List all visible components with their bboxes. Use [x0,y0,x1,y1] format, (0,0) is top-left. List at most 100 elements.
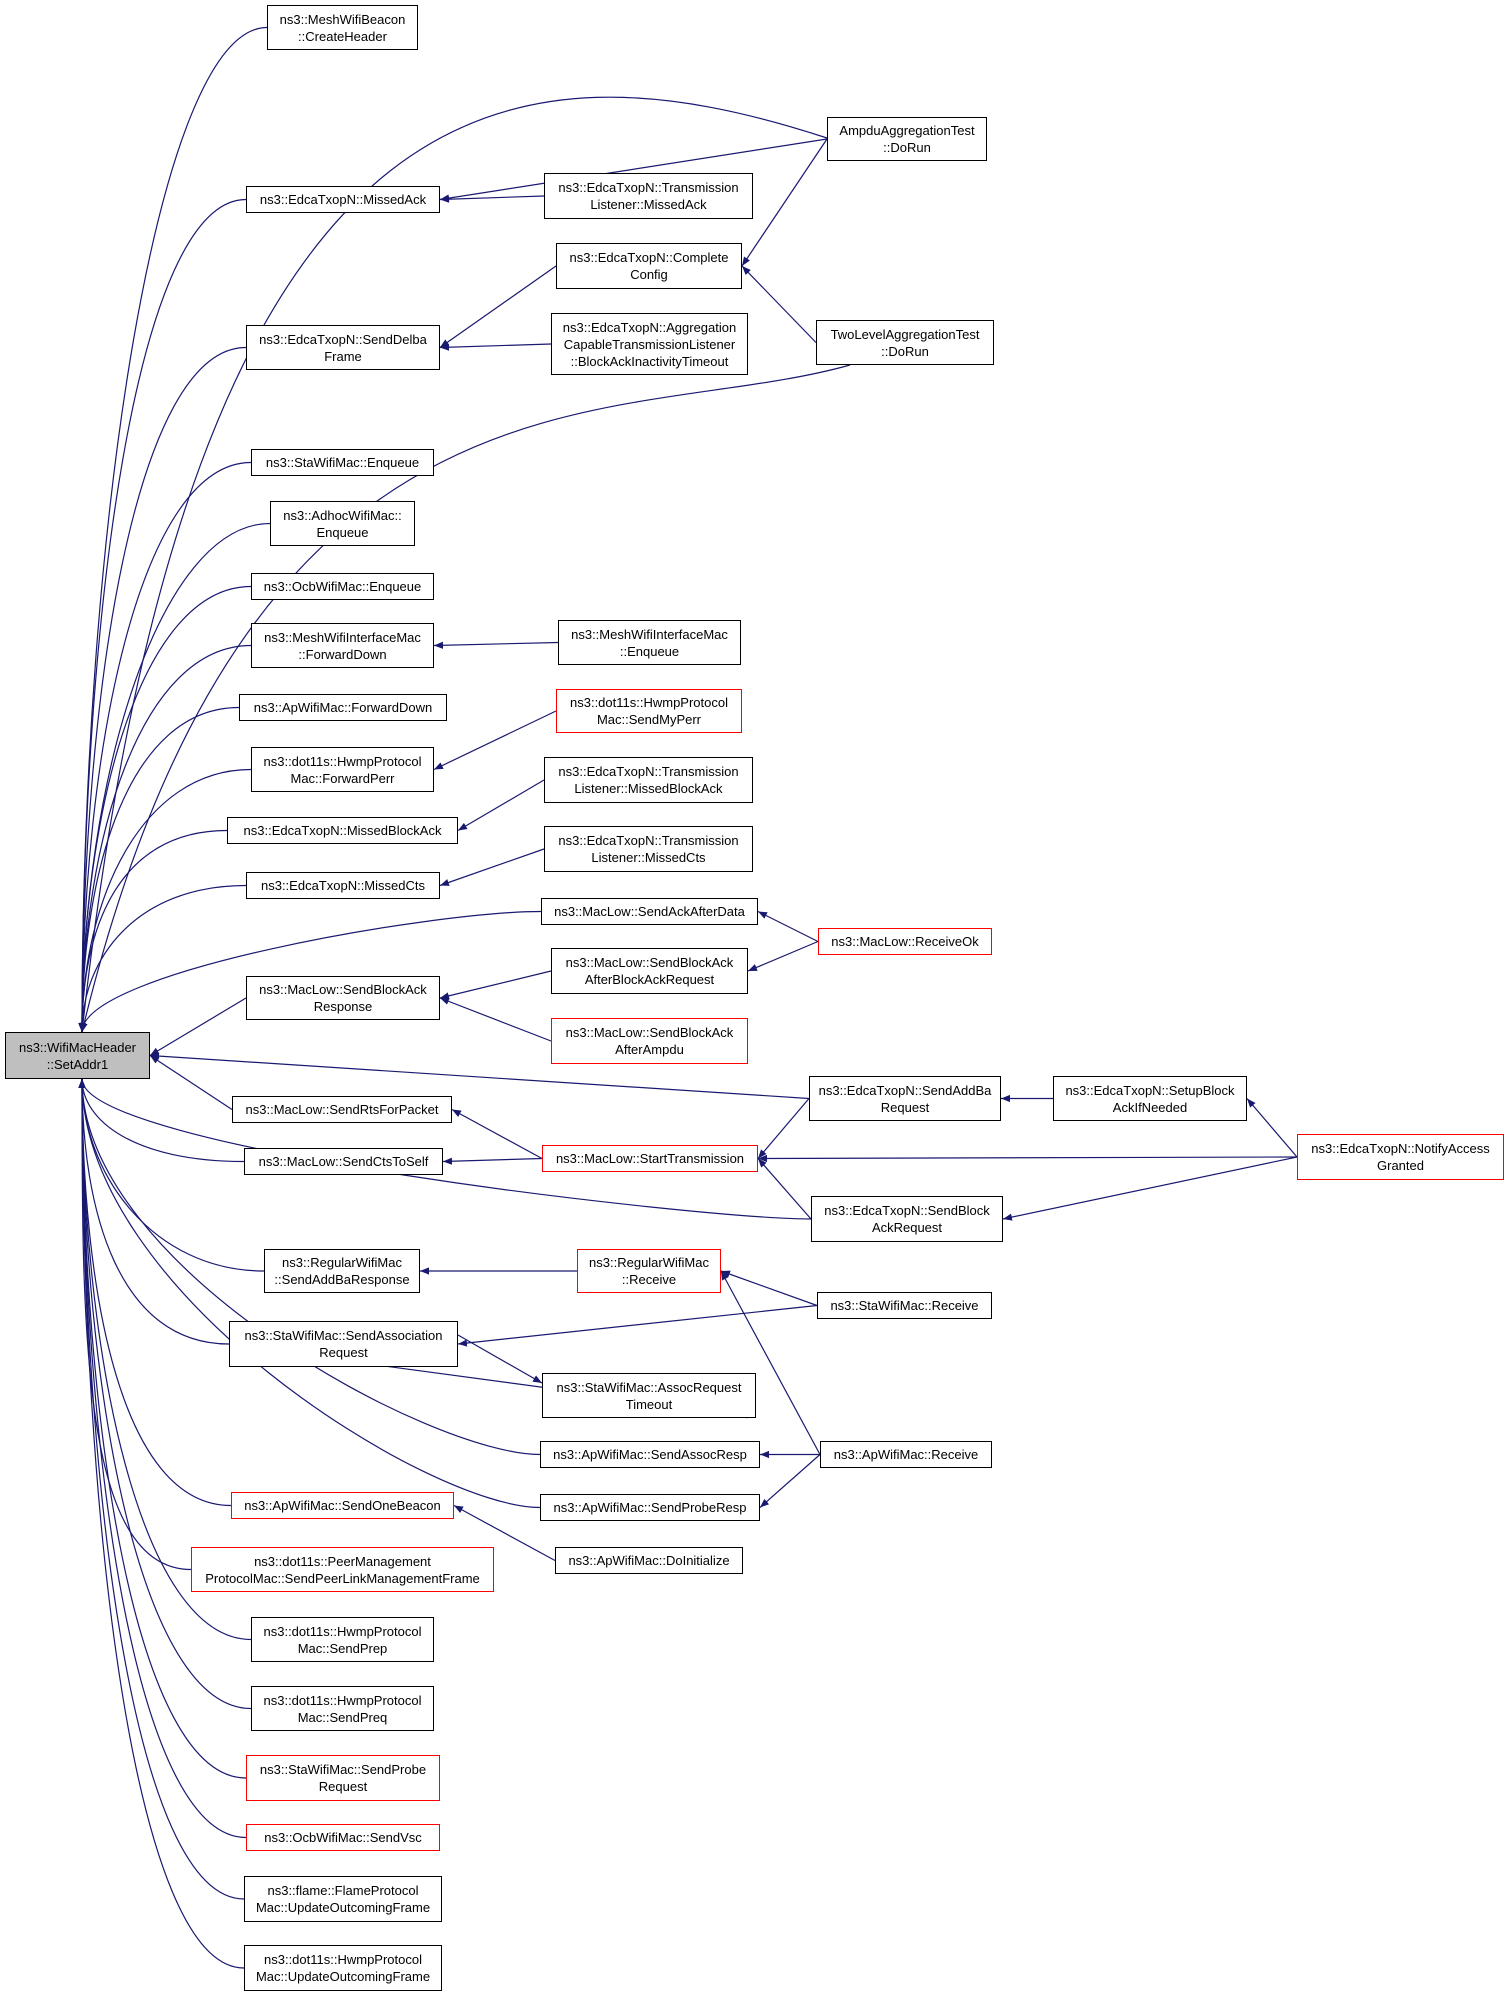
call-edge [1002,1156,1298,1221]
function-node[interactable]: ns3::MacLow::SendBlockAck Response [246,976,440,1020]
function-node[interactable]: ns3::MacLow::SendRtsForPacket [232,1096,452,1123]
call-edge [78,1078,812,1220]
function-node[interactable]: ns3::EdcaTxopN::Transmission Listener::M… [544,757,753,803]
function-node[interactable]: ns3::StaWifiMac::SendAssociation Request [229,1321,458,1367]
function-node[interactable]: ns3::dot11s::HwmpProtocol Mac::SendPrep [251,1617,434,1662]
function-node[interactable]: ns3::RegularWifiMac ::SendAddBaResponse [264,1249,420,1293]
call-edge [451,1108,543,1160]
function-node[interactable]: ns3::EdcaTxopN::SendDelba Frame [246,325,440,370]
function-node[interactable]: ns3::MacLow::SendCtsToSelf [244,1148,443,1175]
call-edge [741,265,817,343]
call-edge [149,1052,810,1100]
call-edge [78,1078,192,1571]
call-edge [757,1098,810,1159]
function-node[interactable]: ns3::EdcaTxopN::Aggregation CapableTrans… [551,313,748,375]
call-edge [457,779,545,832]
call-edge [757,1154,1298,1163]
call-edge [439,195,545,203]
call-edge [78,1078,245,1163]
call-edge [78,884,247,1033]
function-node[interactable]: ns3::AdhocWifiMac:: Enqueue [270,501,415,546]
call-edge [78,461,252,1033]
function-node[interactable]: ns3::dot11s::HwmpProtocol Mac::UpdateOut… [244,1945,442,1991]
function-node[interactable]: ns3::EdcaTxopN::MissedAck [246,186,440,213]
function-node[interactable]: ns3::dot11s::HwmpProtocol Mac::ForwardPe… [251,747,434,792]
function-node[interactable]: ns3::EdcaTxopN::Complete Config [556,243,742,289]
call-edge [78,910,542,1033]
function-node[interactable]: ns3::RegularWifiMac ::Receive [577,1249,721,1293]
call-edge [433,641,559,649]
function-node[interactable]: ns3::MacLow::SendAckAfterData [541,898,758,925]
function-node[interactable]: ns3::EdcaTxopN::SendAddBa Request [809,1076,1001,1121]
call-edge [78,1078,230,1345]
call-edge [720,1270,821,1455]
call-edge [78,1078,252,1710]
call-edge [741,138,828,267]
call-edge [453,1504,556,1562]
call-edge [433,710,557,771]
function-node[interactable]: ns3::dot11s::HwmpProtocol Mac::SendPreq [251,1686,434,1731]
function-node[interactable]: ns3::OcbWifiMac::SendVsc [246,1824,440,1851]
function-node[interactable]: ns3::MeshWifiInterfaceMac ::Enqueue [558,620,741,665]
call-edge [79,96,828,1033]
call-edge [78,1078,232,1507]
function-node[interactable]: ns3::OcbWifiMac::Enqueue [251,573,434,600]
function-node[interactable]: ns3::MacLow::StartTransmission [542,1145,758,1172]
call-edge [78,1078,245,1900]
call-edge [457,1334,543,1384]
call-edge [78,1078,245,1969]
call-edge [78,1078,247,1779]
function-node[interactable]: ns3::MacLow::ReceiveOk [818,928,992,955]
function-node[interactable]: ns3::StaWifiMac::SendProbe Request [246,1755,440,1801]
call-edge [78,1078,247,1839]
function-node[interactable]: ns3::StaWifiMac::Enqueue [251,449,434,476]
call-edge [439,970,552,1000]
function-node[interactable]: ns3::flame::FlameProtocol Mac::UpdateOut… [244,1876,442,1922]
function-node[interactable]: ns3::ApWifiMac::SendOneBeacon [231,1492,454,1519]
call-edge [78,1078,541,1509]
function-node[interactable]: ns3::EdcaTxopN::Transmission Listener::M… [544,173,753,219]
call-edge [457,1304,818,1347]
function-node[interactable]: ns3::MeshWifiBeacon ::CreateHeader [267,5,418,50]
function-node[interactable]: ns3::ApWifiMac::ForwardDown [239,694,447,721]
function-node[interactable]: ns3::ApWifiMac::DoInitialize [555,1547,743,1574]
function-node[interactable]: ns3::ApWifiMac::SendAssocResp [540,1441,760,1468]
call-edge [78,198,247,1033]
function-node[interactable]: ns3::dot11s::PeerManagement ProtocolMac:… [191,1547,494,1592]
function-node[interactable]: ns3::MacLow::SendBlockAck AfterBlockAckR… [551,948,748,994]
call-edge [439,997,552,1042]
function-node[interactable]: ns3::EdcaTxopN::MissedBlockAck [227,817,458,844]
function-node[interactable]: ns3::EdcaTxopN::SendBlock AckRequest [811,1196,1003,1242]
function-node[interactable]: ns3::dot11s::HwmpProtocol Mac::SendMyPer… [556,689,742,733]
function-node[interactable]: TwoLevelAggregationTest ::DoRun [816,320,994,365]
call-edge [80,364,851,1033]
call-edge [78,706,240,1033]
call-edge [78,1078,252,1641]
function-node[interactable]: ns3::MeshWifiInterfaceMac ::ForwardDown [251,623,434,668]
call-edge [720,1270,818,1307]
call-edge [759,1454,821,1508]
function-node[interactable]: ns3::EdcaTxopN::NotifyAccess Granted [1297,1134,1504,1180]
function-node[interactable]: AmpduAggregationTest ::DoRun [827,117,987,161]
function-node[interactable]: ns3::EdcaTxopN::MissedCts [246,872,440,899]
function-node[interactable]: ns3::MacLow::SendBlockAck AfterAmpdu [551,1018,748,1064]
call-edge [747,940,819,972]
function-node[interactable]: ns3::StaWifiMac::Receive [817,1292,992,1319]
call-edge [442,1157,543,1165]
function-node[interactable]: ns3::ApWifiMac::SendProbeResp [540,1494,760,1521]
call-edge [78,829,228,1033]
call-edge [1246,1098,1298,1158]
function-node[interactable]: ns3::StaWifiMac::AssocRequest Timeout [542,1373,756,1418]
call-edge [439,343,552,351]
function-node[interactable]: ns3::EdcaTxopN::Transmission Listener::M… [544,826,753,872]
function-node[interactable]: ns3::EdcaTxopN::SetupBlock AckIfNeeded [1053,1076,1247,1121]
call-edge [757,910,819,943]
call-edge [78,585,252,1033]
function-node[interactable]: ns3::ApWifiMac::Receive [820,1441,992,1468]
call-edge [78,346,247,1033]
call-edge [439,138,828,202]
root-function-node: ns3::WifiMacHeader ::SetAddr1 [5,1032,150,1079]
call-edge [78,644,252,1033]
